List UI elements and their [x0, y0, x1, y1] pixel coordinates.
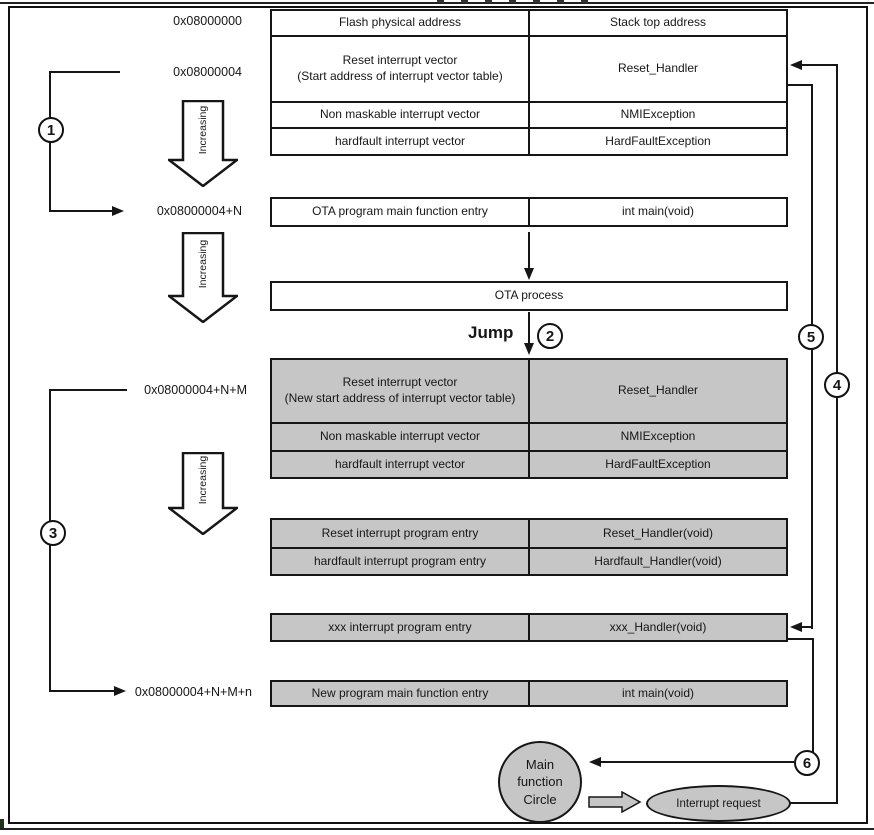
circled-1-badge: 1 [38, 117, 64, 143]
table-cell: int main(void) [621, 685, 695, 700]
circled-2-badge: 2 [537, 323, 563, 349]
table-cell: NMIException [620, 107, 696, 122]
corner-cursor-artifact [0, 819, 4, 828]
circled-5-badge: 5 [798, 324, 824, 350]
diagram-frame [8, 6, 868, 824]
table-cell: hardfault interrupt program entry [272, 549, 530, 574]
bracket3-top-line [49, 389, 127, 391]
clipped-title-text-artifact [437, 0, 593, 3]
table-cell: xxx_Handler(void) [609, 619, 707, 634]
block-right-arrow-icon [588, 791, 642, 813]
table-row: Reset interrupt program entry Reset_Hand… [272, 520, 786, 547]
table-row: Reset interrupt vector (New start addres… [272, 360, 786, 422]
connector6-arrow-line [600, 761, 794, 763]
new-main-entry-row: New program main function entry int main… [270, 680, 788, 707]
interrupt-request-ellipse: Interrupt request [646, 785, 791, 822]
connector5-top-line [788, 84, 813, 86]
table-cell: OTA program main function entry [272, 199, 530, 225]
table-cell: HardFaultException [605, 133, 711, 148]
table-cell: int main(void) [621, 204, 695, 219]
table-cell: hardfault interrupt vector [272, 129, 530, 154]
table-cell: Reset_Handler [617, 61, 699, 76]
down-arrow-icon [524, 343, 534, 355]
jump-label: Jump [468, 323, 514, 342]
table-row: Reset interrupt vector (Start address of… [272, 35, 786, 101]
increasing-arrow-icon [168, 100, 238, 187]
address-label-vector: 0x08000004 [173, 65, 242, 79]
table-cell: xxx interrupt program entry [272, 615, 530, 640]
table-cell: Reset_Handler [617, 383, 699, 398]
table-cell: Reset interrupt vector (New start addres… [272, 360, 530, 422]
increasing-arrow-icon [168, 452, 238, 535]
bracket3-bottom-line [49, 690, 115, 692]
new-vector-table: Reset interrupt vector (New start addres… [270, 358, 788, 479]
ota-process-label: OTA process [494, 288, 564, 303]
table-cell: Non maskable interrupt vector [272, 103, 530, 127]
increasing-arrow-label: Increasing [197, 105, 209, 155]
table-row: hardfault interrupt vector HardFaultExce… [272, 127, 786, 154]
increasing-arrow-icon [168, 232, 238, 323]
table-cell: New program main function entry [272, 682, 530, 705]
left-arrow-icon [790, 622, 802, 632]
top-edge-line [0, 2, 874, 4]
table-row: Non maskable interrupt vector NMIExcepti… [272, 422, 786, 450]
jump-arrow-line [528, 312, 530, 345]
circled-3-badge: 3 [40, 520, 66, 546]
address-label-plus-nmn: 0x08000004+N+M+n [134, 685, 252, 699]
bracket1-arrowhead-icon [112, 206, 124, 216]
table-row: hardfault interrupt program entry Hardfa… [272, 547, 786, 574]
connector4-top-line [800, 64, 838, 66]
table-cell: hardfault interrupt vector [272, 452, 530, 477]
address-label-plus-nm: 0x08000004+N+M [144, 383, 247, 397]
circled-6-badge: 6 [794, 750, 820, 776]
connector4-bottom-line [788, 802, 838, 804]
table-row: OTA process [272, 283, 786, 309]
program-entry-table: Reset interrupt program entry Reset_Hand… [270, 518, 788, 576]
increasing-arrow-label: Increasing [197, 239, 209, 289]
increasing-arrow-label: Increasing [197, 455, 209, 505]
table-cell: Stack top address [609, 15, 707, 30]
connector6-top-line [788, 638, 814, 640]
table-row: New program main function entry int main… [272, 682, 786, 705]
connector5-bottom-line [800, 626, 813, 628]
address-label-base: 0x08000000 [173, 14, 242, 28]
table-cell: Hardfault_Handler(void) [594, 553, 722, 568]
connector4-vertical-line [836, 64, 838, 804]
table-row: xxx interrupt program entry xxx_Handler(… [272, 615, 786, 640]
table-cell: Reset_Handler(void) [602, 525, 714, 540]
left-arrow-icon [790, 60, 802, 70]
table-row: Non maskable interrupt vector NMIExcepti… [272, 101, 786, 127]
table-cell: Reset interrupt program entry [272, 520, 530, 547]
connector6-vertical-line [812, 638, 814, 752]
table-cell: Flash physical address [272, 11, 530, 35]
bottom-edge-line [0, 828, 874, 830]
circled-4-badge: 4 [824, 372, 850, 398]
main-function-circle: Main function Circle [498, 741, 582, 823]
table-row: hardfault interrupt vector HardFaultExce… [272, 450, 786, 477]
left-arrow-icon [589, 757, 601, 767]
table-cell: Reset interrupt vector (Start address of… [272, 37, 530, 101]
table-row: OTA program main function entry int main… [272, 199, 786, 225]
table-cell: HardFaultException [605, 456, 711, 471]
original-vector-table: Flash physical address Stack top address… [270, 9, 788, 156]
bracket1-top-line [49, 71, 120, 73]
table-cell: Non maskable interrupt vector [272, 424, 530, 450]
down-arrow-icon [524, 268, 534, 280]
bracket1-bottom-line [49, 210, 113, 212]
table-cell: NMIException [620, 429, 696, 444]
ota-process-bar: OTA process [270, 281, 788, 311]
address-label-plus-n: 0x08000004+N [156, 204, 242, 218]
ota-main-entry-row: OTA program main function entry int main… [270, 197, 788, 227]
table-row: Flash physical address Stack top address [272, 11, 786, 35]
connector5-vertical-line [811, 84, 813, 629]
flow-arrow-line [528, 232, 530, 270]
bracket3-arrowhead-icon [114, 686, 126, 696]
xxx-interrupt-row: xxx interrupt program entry xxx_Handler(… [270, 613, 788, 642]
